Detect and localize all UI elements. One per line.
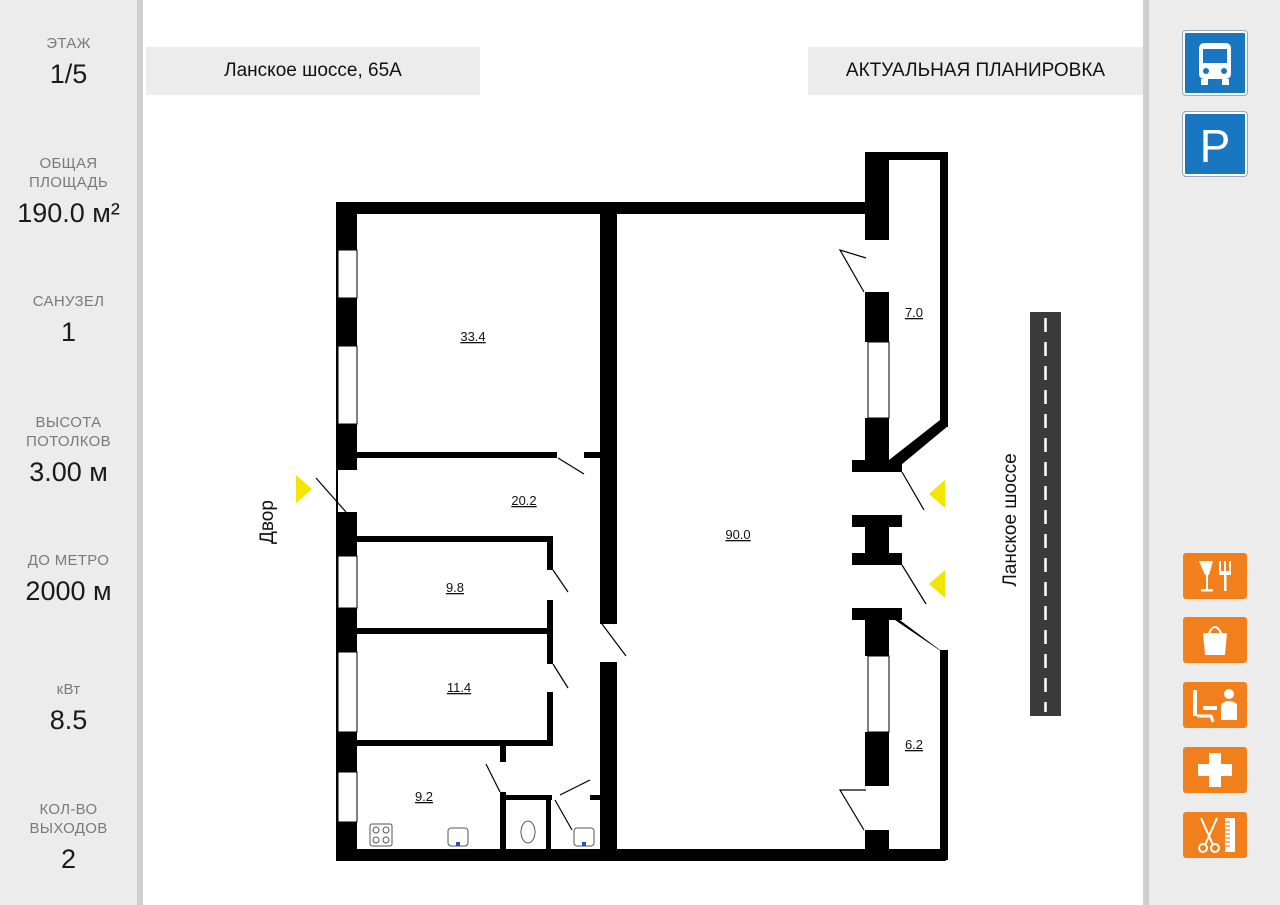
wall-room-33 (357, 452, 557, 458)
right-divider (1143, 0, 1149, 905)
wall-room-9-8-right-b (547, 600, 553, 634)
toilet-fixture (520, 820, 536, 844)
stat-ceiling-height: ВЫСОТА ПОТОЛКОВ 3.00 м (0, 413, 137, 487)
room-area-7-0: 7.0 (905, 305, 923, 320)
wall-room-11-4-right-b (547, 692, 553, 742)
wall-bottom (336, 849, 946, 861)
pillar-6 (865, 830, 889, 860)
wall-wc-left-b (500, 792, 506, 850)
left-divider (137, 0, 143, 905)
stat-metro-distance-label: ДО МЕТРО (27, 552, 110, 569)
stat-exits: КОЛ-ВО ВЫХОДОВ 2 (0, 800, 137, 874)
wall-room-11-4-top (357, 628, 553, 634)
pillar-3 (865, 418, 889, 462)
pillar-mid-cap-bottom (852, 553, 902, 565)
pillar-4 (865, 608, 889, 656)
wall-room-9-8-top (357, 536, 553, 542)
address-label: Ланское шоссе, 65А (146, 47, 480, 95)
stat-metro-distance-value: 2000 м (25, 576, 112, 606)
wall-top (336, 202, 866, 214)
stat-bathroom: САНУЗЕЛ 1 (0, 292, 137, 347)
pharmacy-icon (1183, 747, 1247, 793)
wall-wc-top-end (590, 795, 602, 800)
stat-floor-label: ЭТАЖ (46, 35, 91, 52)
stat-bathroom-label: САНУЗЕЛ (32, 293, 105, 310)
partition-central-upper (600, 214, 617, 624)
yard-label: Двор (257, 500, 278, 544)
stat-floor-value: 1/5 (49, 59, 88, 89)
annex-right-wall-top (940, 152, 948, 427)
pillar-top (865, 152, 889, 240)
stat-bathroom-value: 1 (60, 317, 77, 347)
annex-top-wall (865, 152, 947, 160)
stat-ceiling-height-value: 3.00 м (29, 457, 108, 487)
partition-central-lower (600, 662, 617, 852)
pillar-5 (865, 732, 889, 786)
room-area-6-2: 6.2 (905, 737, 923, 752)
stat-total-area-value: 190.0 м² (17, 198, 120, 228)
wall-wc-left-a (500, 740, 506, 762)
entrance-markers (296, 475, 945, 598)
road-label: Ланское шоссе (1000, 453, 1021, 586)
entrance-marker-1 (929, 480, 945, 508)
room-area-9-8: 9.8 (446, 580, 464, 595)
room-area-11-4: 11.4 (447, 680, 471, 695)
entrance-marker-yard (296, 475, 312, 503)
stat-floor: ЭТАЖ 1/5 (0, 34, 137, 89)
stat-metro-distance: ДО МЕТРО 2000 м (0, 551, 137, 606)
room-area-20-2: 20.2 (511, 493, 536, 508)
dental-icon (1183, 682, 1247, 728)
wall-room-11-4-right-a (547, 628, 553, 664)
stat-ceiling-height-label: ВЫСОТА ПОТОЛКОВ (26, 414, 111, 450)
plan-title: АКТУАЛЬНАЯ ПЛАНИРОВКА (808, 47, 1143, 95)
stat-exits-label: КОЛ-ВО ВЫХОДОВ (29, 801, 108, 837)
pillar-2 (865, 292, 889, 342)
svg-text:P: P (1200, 120, 1231, 172)
annex-right-wall-bottom (940, 650, 948, 860)
wall-room-33-end (584, 452, 600, 458)
wall-wc-top (500, 795, 552, 800)
shopping-icon (1183, 617, 1247, 663)
parking-icon: P (1182, 111, 1248, 177)
wall-room-9-8-right-a (547, 536, 553, 570)
room-area-33-4: 33.4 (460, 329, 485, 344)
pillar-3-cap (852, 460, 902, 472)
stat-power: кВт 8.5 (0, 680, 137, 735)
wall-wc-divider (546, 800, 551, 850)
stat-power-label: кВт (56, 681, 81, 698)
restaurant-icon (1183, 553, 1247, 599)
entrance-marker-2 (929, 570, 945, 598)
room-area-9-2: 9.2 (415, 789, 433, 804)
wall-left (336, 202, 357, 861)
barber-icon (1183, 812, 1247, 858)
stat-total-area-label: ОБЩАЯ ПЛОЩАДЬ (29, 155, 108, 191)
stat-exits-value: 2 (60, 844, 77, 874)
stat-total-area: ОБЩАЯ ПЛОЩАДЬ 190.0 м² (0, 154, 137, 228)
annex-slant-bottom (889, 612, 948, 656)
annex-slant-top (889, 420, 948, 470)
stats-sidebar: ЭТАЖ 1/5 ОБЩАЯ ПЛОЩАДЬ 190.0 м² САНУЗЕЛ … (0, 0, 137, 905)
bus-stop-icon (1182, 30, 1248, 96)
stove-fixture (369, 823, 393, 847)
stat-power-value: 8.5 (49, 705, 88, 735)
wall-room-9-2-top (357, 740, 553, 746)
room-area-90-0: 90.0 (725, 527, 750, 542)
